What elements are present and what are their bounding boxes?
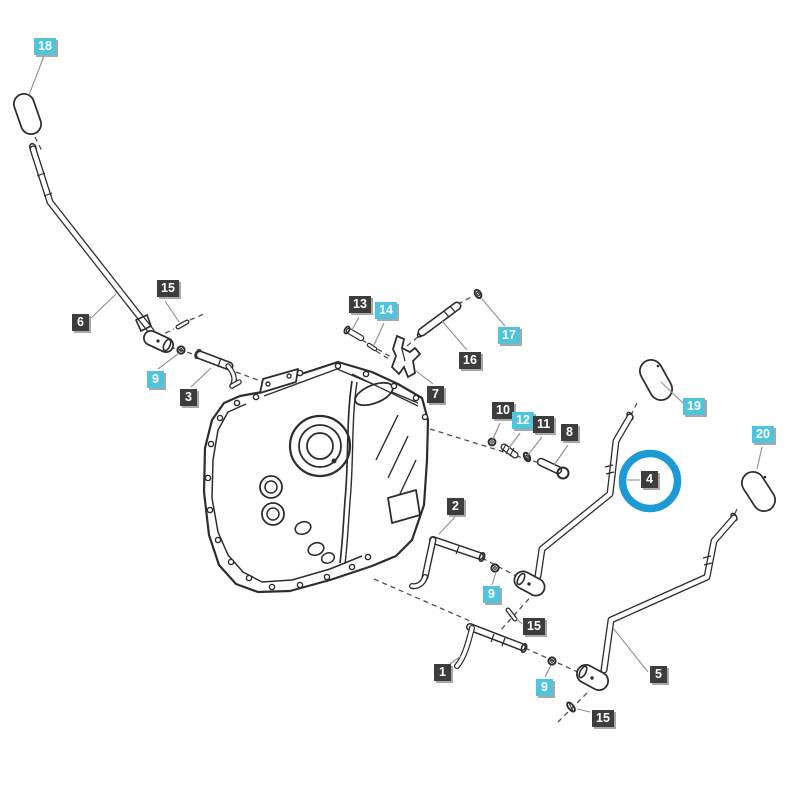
part-label-16[interactable]: 16 (459, 352, 481, 369)
part-transmission-case (202, 360, 430, 594)
part-knob-20 (741, 471, 776, 512)
part-oring-9c (547, 656, 557, 666)
part-label-8[interactable]: 8 (561, 424, 578, 441)
part-oring-9b (490, 563, 500, 573)
part-label-14[interactable]: 14 (375, 302, 397, 319)
part-pin-14 (366, 342, 378, 352)
part-shift-arm-3 (194, 348, 242, 389)
part-oring-17 (473, 288, 483, 300)
part-label-10[interactable]: 10 (492, 402, 514, 419)
part-pin-15b (505, 607, 518, 622)
part-label-9-a[interactable]: 9 (147, 371, 164, 388)
part-label-3[interactable]: 3 (180, 389, 197, 406)
part-label-18[interactable]: 18 (34, 38, 56, 55)
part-lever-5 (576, 512, 738, 691)
part-label-20[interactable]: 20 (752, 426, 774, 443)
part-label-1[interactable]: 1 (434, 664, 451, 681)
label-leader-lines (28, 55, 763, 713)
part-oring-9a (176, 345, 186, 355)
part-label-11[interactable]: 11 (533, 416, 555, 433)
part-pin-15c (566, 701, 576, 713)
part-washer-10 (487, 437, 497, 447)
part-pin-15a (175, 319, 190, 330)
part-label-9-b[interactable]: 9 (483, 586, 500, 603)
part-label-15-a[interactable]: 15 (157, 280, 179, 297)
part-label-13[interactable]: 13 (349, 296, 371, 313)
part-label-6[interactable]: 6 (72, 314, 89, 331)
part-label-7[interactable]: 7 (427, 386, 444, 403)
part-bolt-8 (536, 457, 570, 480)
part-oring-11 (522, 451, 532, 463)
part-label-9-c[interactable]: 9 (536, 679, 553, 696)
part-link-1 (454, 623, 528, 669)
part-bracket-2 (409, 536, 486, 590)
part-label-4[interactable]: 4 (641, 471, 658, 488)
part-label-5[interactable]: 5 (650, 666, 667, 683)
part-lever-6 (29, 142, 174, 353)
highlight-circle (618, 449, 682, 513)
part-knob-18 (13, 93, 42, 135)
part-knob-19 (639, 359, 673, 401)
part-label-12[interactable]: 12 (512, 412, 534, 429)
part-label-15-c[interactable]: 15 (592, 710, 614, 727)
part-spring-12 (500, 443, 519, 459)
part-label-17[interactable]: 17 (498, 327, 520, 344)
part-shift-fork-7 (390, 334, 422, 379)
part-shaft-16 (416, 301, 462, 338)
case-bolt-holes (204, 362, 429, 591)
part-label-19[interactable]: 19 (683, 398, 705, 415)
part-bolt-13 (343, 325, 365, 342)
part-label-15-b[interactable]: 15 (523, 618, 545, 635)
part-lever-4 (513, 411, 634, 597)
part-label-2[interactable]: 2 (447, 498, 464, 515)
